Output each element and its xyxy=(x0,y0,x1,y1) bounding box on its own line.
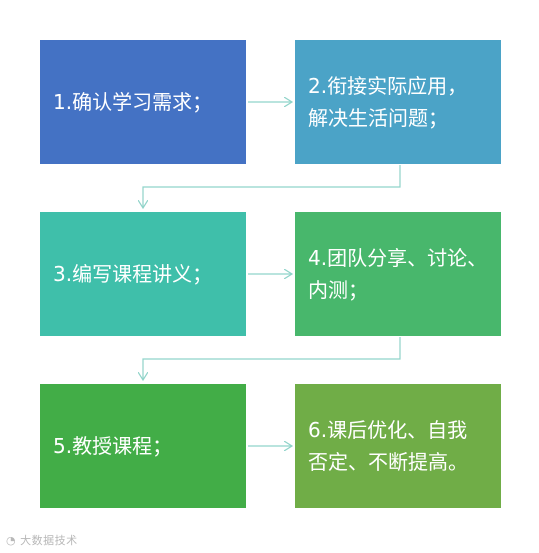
step-3-line-1: 3.编写课程讲义； xyxy=(53,262,213,286)
arrow-step2-to-step3 xyxy=(143,165,401,208)
step-4-line-1: 4.团队分享、讨论、 xyxy=(308,246,488,270)
step-3-box: 3.编写课程讲义； xyxy=(40,212,246,336)
step-2-box: 2.衔接实际应用， 解决生活问题； xyxy=(295,40,501,164)
step-6-box: 6.课后优化、自我 否定、不断提高。 xyxy=(295,384,501,508)
watermark: ◔ 大数据技术 xyxy=(6,532,78,548)
step-1-line-1: 1.确认学习需求； xyxy=(53,90,213,114)
step-4-line-2: 内测； xyxy=(308,278,368,302)
step-4-box: 4.团队分享、讨论、 内测； xyxy=(295,212,501,336)
watermark-logo-icon: ◔ xyxy=(6,534,17,547)
step-5-box: 5.教授课程； xyxy=(40,384,246,508)
watermark-text: 大数据技术 xyxy=(20,534,78,547)
step-6-line-2: 否定、不断提高。 xyxy=(308,450,468,474)
step-2-line-1: 2.衔接实际应用， xyxy=(308,74,468,98)
step-5-line-1: 5.教授课程； xyxy=(53,434,173,458)
arrow-step4-to-step5 xyxy=(143,337,401,380)
step-1-box: 1.确认学习需求； xyxy=(40,40,246,164)
step-6-line-1: 6.课后优化、自我 xyxy=(308,418,468,442)
step-2-line-2: 解决生活问题； xyxy=(308,106,448,130)
